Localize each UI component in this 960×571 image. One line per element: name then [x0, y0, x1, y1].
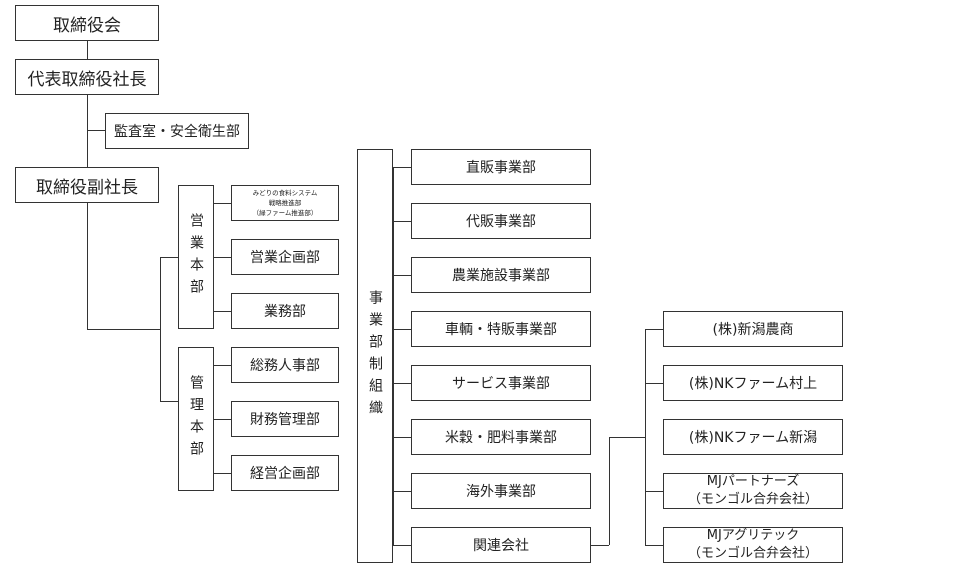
division-vehicles: 車輌・特販事業部: [411, 311, 591, 347]
connector: [645, 329, 663, 330]
connector: [645, 545, 663, 546]
dept-operations: 業務部: [231, 293, 339, 329]
affiliate-nk-farm-murakami: (株)NKファーム村上: [663, 365, 843, 401]
affiliate-mj-agritech: MJアグリテック （モンゴル合弁会社）: [663, 527, 843, 563]
connector: [213, 257, 231, 258]
connector: [393, 383, 411, 384]
board-box: 取締役会: [15, 5, 159, 41]
connector: [160, 401, 178, 402]
audit-box: 監査室・安全衛生部: [105, 113, 249, 149]
connector: [87, 95, 88, 169]
affiliate-line: （モンゴル合弁会社）: [687, 546, 818, 561]
connector: [87, 329, 160, 330]
affiliate-nk-farm-niigata: (株)NKファーム新潟: [663, 419, 843, 455]
division-affiliates: 関連会社: [411, 527, 591, 563]
sales-hq-box: 営業本部: [178, 185, 214, 329]
connector: [393, 167, 394, 545]
connector: [213, 311, 231, 312]
connector: [160, 257, 178, 258]
business-org-box: 事業部制組織: [357, 149, 393, 563]
connector: [609, 437, 610, 545]
connector: [645, 329, 646, 545]
division-overseas: 海外事業部: [411, 473, 591, 509]
dept-line: （緑ファーム推進部）: [252, 209, 318, 218]
connector: [393, 437, 411, 438]
connector: [393, 221, 411, 222]
connector: [87, 130, 105, 131]
division-agency-sales: 代販事業部: [411, 203, 591, 239]
connector: [160, 257, 161, 401]
connector: [645, 383, 663, 384]
affiliate-line: MJパートナーズ: [706, 474, 800, 490]
dept-line: みどりの食料システム: [252, 188, 318, 197]
division-service: サービス事業部: [411, 365, 591, 401]
connector: [393, 329, 411, 330]
connector: [393, 491, 411, 492]
dept-line: 戦略推進部: [268, 198, 302, 207]
affiliate-mj-partners: MJパートナーズ （モンゴル合弁会社）: [663, 473, 843, 509]
connector: [87, 41, 88, 59]
connector: [609, 437, 645, 438]
affiliate-line: （モンゴル合弁会社）: [687, 492, 818, 507]
connector: [87, 202, 88, 329]
dept-general-affairs: 総務人事部: [231, 347, 339, 383]
president-box: 代表取締役社長: [15, 59, 159, 95]
affiliate-niigata-nosho: (株)新潟農商: [663, 311, 843, 347]
dept-finance: 財務管理部: [231, 401, 339, 437]
connector: [393, 167, 411, 168]
vice-president-box: 取締役副社長: [15, 167, 159, 203]
connector: [393, 275, 411, 276]
connector: [213, 419, 231, 420]
connector: [213, 365, 231, 366]
dept-corporate-planning: 経営企画部: [231, 455, 339, 491]
connector: [213, 473, 231, 474]
connector: [213, 203, 231, 204]
admin-hq-box: 管理本部: [178, 347, 214, 491]
connector: [591, 545, 609, 546]
division-agri-facilities: 農業施設事業部: [411, 257, 591, 293]
connector: [645, 491, 663, 492]
division-rice-fertilizer: 米穀・肥料事業部: [411, 419, 591, 455]
affiliate-line: MJアグリテック: [706, 528, 800, 544]
connector: [393, 545, 411, 546]
dept-sales-planning: 営業企画部: [231, 239, 339, 275]
division-direct-sales: 直販事業部: [411, 149, 591, 185]
dept-green-food-system: みどりの食料システム 戦略推進部 （緑ファーム推進部）: [231, 185, 339, 221]
